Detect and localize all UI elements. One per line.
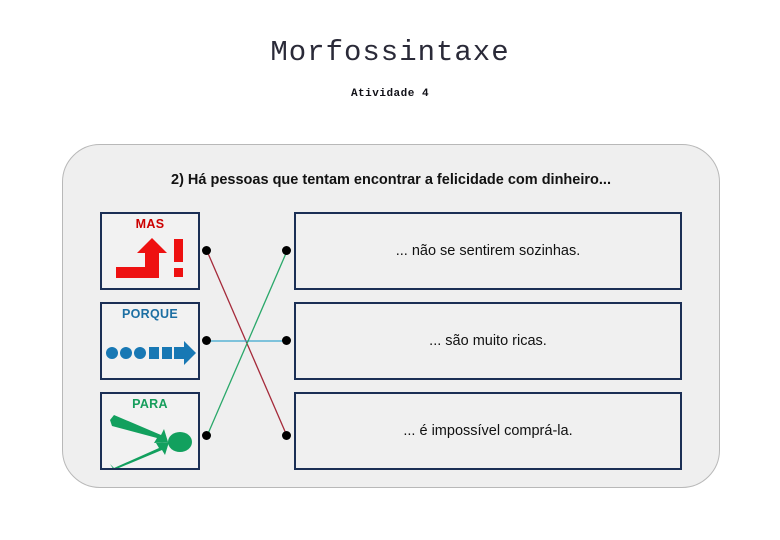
converging-arrows-target-icon [110,415,192,468]
answer-box-1[interactable]: ... não se sentirem sozinhas. [294,212,682,290]
up-turn-arrow-exclamation-icon [116,238,183,278]
answer-box-3[interactable]: ... é impossível comprá-la. [294,392,682,470]
answer-text-3: ... é impossível comprá-la. [403,423,573,439]
connector-dot-left-3[interactable] [202,431,211,440]
connector-box-para[interactable]: PARA [100,392,200,470]
connector-box-porque[interactable]: PORQUE [100,302,200,380]
connector-dot-right-3[interactable] [282,431,291,440]
connector-label-mas: MAS [135,217,165,231]
question-text: 2) Há pessoas que tentam encontrar a fel… [171,172,611,188]
connector-dot-left-1[interactable] [202,246,211,255]
answer-text-2: ... são muito ricas. [429,333,547,349]
connector-label-porque: PORQUE [122,307,178,321]
connector-dot-left-2[interactable] [202,336,211,345]
connector-box-mas[interactable]: MAS [100,212,200,290]
connector-dot-right-2[interactable] [282,336,291,345]
page-subtitle: Atividade 4 [350,88,430,100]
answer-text-1: ... não se sentirem sozinhas. [395,243,581,259]
answer-box-2[interactable]: ... são muito ricas. [294,302,682,380]
page-title: Morfossintaxe [270,36,510,69]
connector-dot-right-1[interactable] [282,246,291,255]
dotted-right-arrow-icon [106,341,196,365]
connector-label-para: PARA [132,397,168,411]
